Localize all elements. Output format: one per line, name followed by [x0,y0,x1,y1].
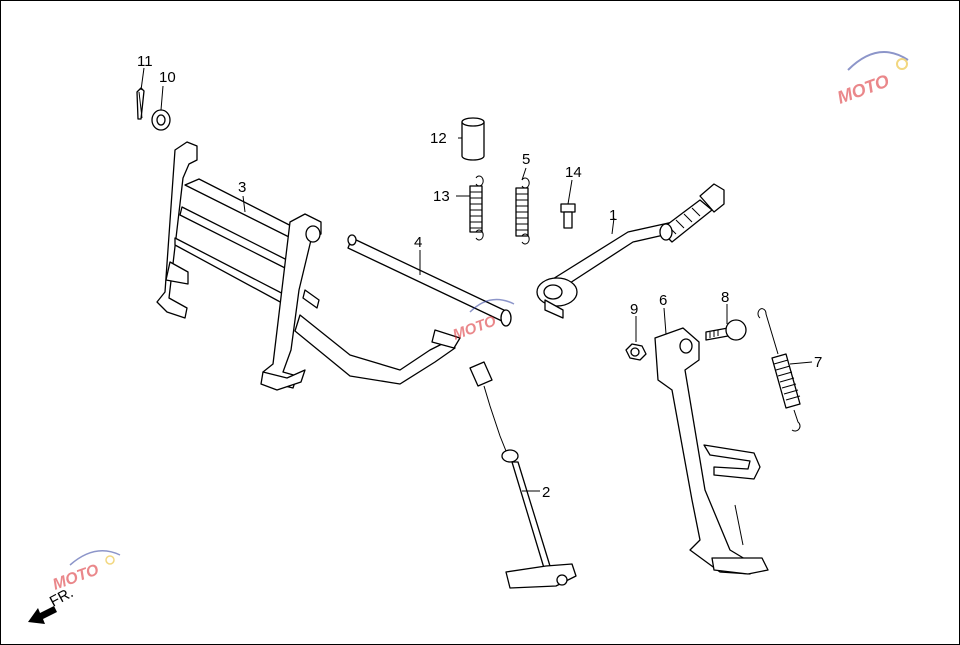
part-labels: 11 10 3 4 12 13 5 14 1 9 6 8 7 2 [137,53,822,501]
watermark-swoosh-icon [847,51,909,71]
part-7-spring [757,308,801,432]
label-part-9: 9 [630,301,638,318]
label-part-11: 11 [137,53,153,70]
leader-lines [140,67,813,492]
label-part-7: 7 [814,354,822,371]
label-part-2: 2 [542,484,550,501]
label-part-12: 12 [430,130,447,147]
part-11-cotter-pin [136,87,145,120]
label-part-5: 5 [522,151,530,168]
part-5-spring [515,177,530,245]
part-3-main-stand [156,141,322,391]
part-8-bolt [705,319,747,341]
watermark-text: MOTO [51,561,102,593]
watermark-text: MOTO [835,71,892,108]
watermark-swoosh-icon [469,298,515,313]
part-14-bolt [560,203,576,229]
part-2-switch-cable [469,361,577,589]
front-direction-marker: FR. [28,584,76,624]
label-part-13: 13 [433,188,450,205]
part-13-spring [469,175,484,241]
label-part-8: 8 [721,289,729,306]
part-10-washer [151,109,171,131]
label-part-6: 6 [659,292,667,309]
part-12-sleeve [461,117,485,161]
watermark-swoosh-icon [69,550,121,566]
label-part-14: 14 [565,164,582,181]
watermark-text: MOTO [451,312,499,343]
part-9-nut [625,343,647,361]
part-1-lever [536,183,725,319]
label-part-3: 3 [238,179,246,196]
part-4-shaft [294,234,512,385]
watermark-bottom-left: MOTO [51,550,121,594]
label-part-10: 10 [159,69,176,86]
label-part-1: 1 [609,207,617,224]
watermark-top-right: MOTO [835,51,909,108]
front-arrow-icon [28,606,57,624]
watermark-gear-icon [105,555,115,565]
part-6-side-stand [654,327,769,575]
label-part-4: 4 [414,234,422,251]
watermark-gear-icon [896,58,908,70]
